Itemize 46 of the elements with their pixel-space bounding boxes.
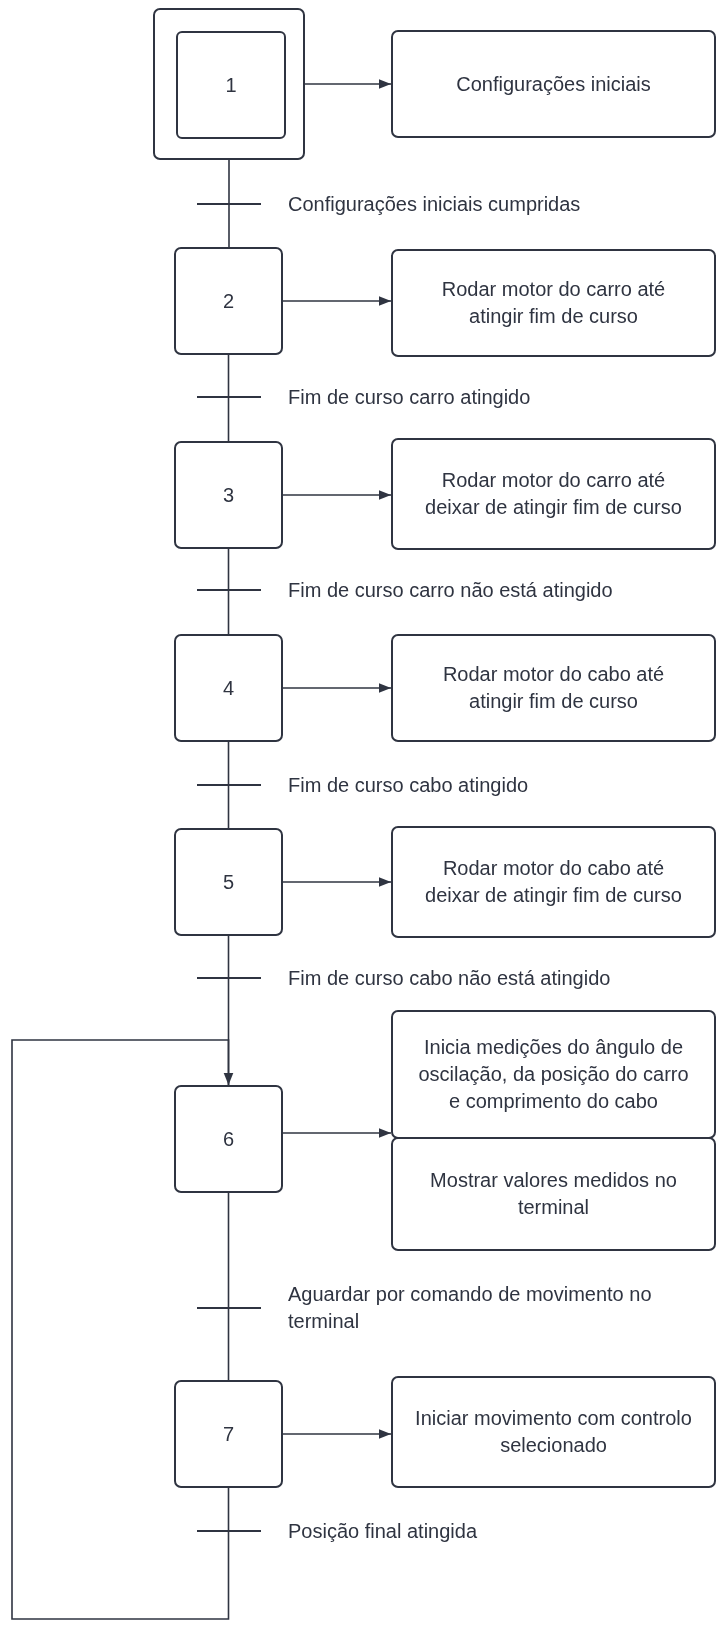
- connector-arrow: [282, 490, 392, 500]
- node-text: 4: [221, 675, 236, 701]
- node-text: 3: [221, 482, 236, 508]
- initial-step-outer-box: [153, 8, 305, 160]
- transition-condition: Fim de curso carro atingido: [288, 384, 531, 410]
- node-text: 6: [221, 1126, 236, 1152]
- action-box: [391, 249, 716, 357]
- node-text: Rodar motor do cabo até atingir fim de curso: [441, 662, 666, 714]
- action-box: [391, 1137, 716, 1251]
- action-box: [391, 438, 716, 550]
- action-box: [391, 30, 716, 138]
- node-text: Rodar motor do carro até deixar de atingir fim de curso: [424, 468, 683, 520]
- node-text: 2: [221, 288, 236, 314]
- step-box: [174, 828, 283, 936]
- transition-condition: Fim de curso cabo atingido: [288, 772, 529, 798]
- node-text: 7: [221, 1421, 236, 1447]
- node-text: 1: [224, 72, 238, 98]
- step-box: [174, 1085, 283, 1193]
- action-box: [391, 1010, 716, 1139]
- action-box: [391, 634, 716, 742]
- transition-condition: Aguardar por comando de movimento no terminal: [288, 1282, 653, 1334]
- node-text: 5: [221, 869, 236, 895]
- action-box: [391, 1376, 716, 1488]
- step-box: [174, 634, 283, 742]
- node-text: Mostrar valores medidos no terminal: [429, 1168, 678, 1220]
- step-box: [174, 441, 283, 549]
- transition-condition: Posição final atingida: [288, 1518, 477, 1544]
- action-box: [391, 826, 716, 938]
- node-text: Configurações iniciais: [455, 71, 652, 97]
- node-text: Iniciar movimento com controlo selecionado: [414, 1406, 693, 1458]
- connector-arrow: [282, 296, 392, 306]
- connector-arrow: [11, 1039, 234, 1620]
- connector-arrow: [282, 1128, 392, 1138]
- step-box: [176, 31, 286, 139]
- connector-arrow: [282, 683, 392, 693]
- transition-condition: Configurações iniciais cumpridas: [288, 191, 581, 217]
- step-box: [174, 1380, 283, 1488]
- node-text: Rodar motor do carro até atingir fim de curso: [440, 277, 667, 329]
- connector-arrow: [282, 1429, 392, 1439]
- connector-arrow: [304, 79, 392, 89]
- connector-arrow: [282, 877, 392, 887]
- transition-condition: Fim de curso carro não está atingido: [288, 577, 613, 603]
- node-text: Inicia medições do ângulo de oscilação, da posição do carro e comprimento do cabo: [417, 1035, 690, 1114]
- step-box: [174, 247, 283, 355]
- transition-condition: Fim de curso cabo não está atingido: [288, 965, 611, 991]
- node-text: Rodar motor do cabo até deixar de atingir fim de curso: [424, 856, 683, 908]
